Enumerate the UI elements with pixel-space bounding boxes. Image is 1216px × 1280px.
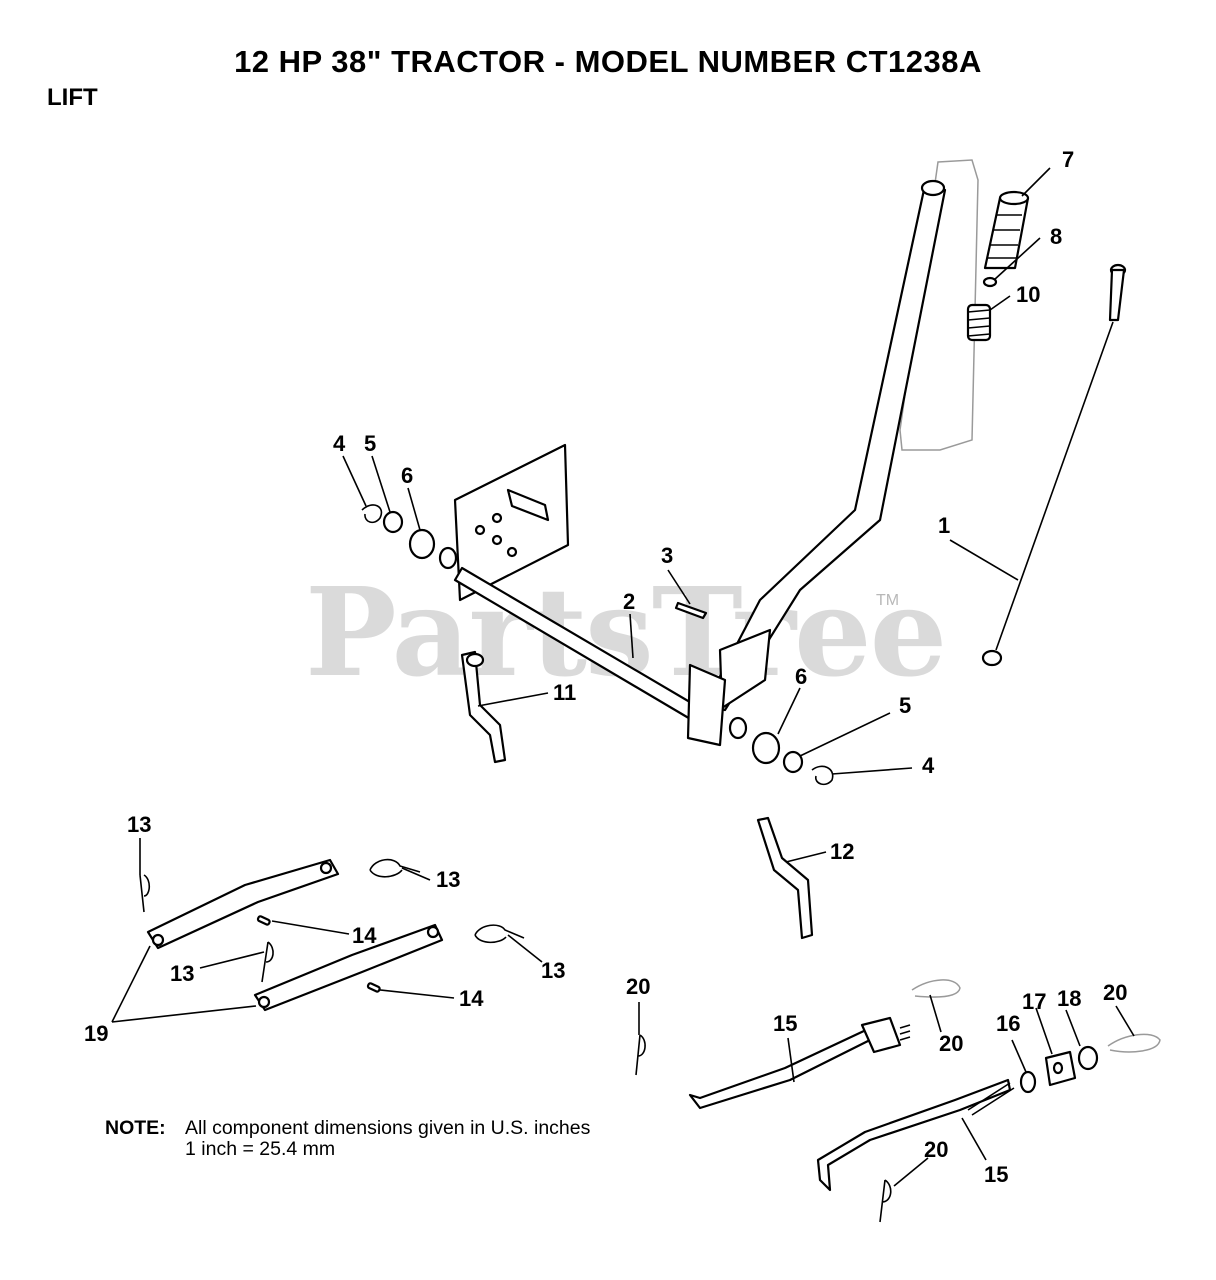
part-8-washer bbox=[982, 276, 998, 288]
part-20-hairpin-c bbox=[1107, 1033, 1161, 1053]
callout-8: 8 bbox=[1050, 224, 1062, 249]
part-13-cotter-pin-a bbox=[139, 874, 151, 913]
part-14-pin-a bbox=[256, 915, 271, 926]
part-lift-handle bbox=[703, 179, 947, 712]
callout-11: 11 bbox=[553, 680, 576, 705]
callout-2: 2 bbox=[623, 589, 635, 614]
note-line-1: All component dimensions given in U.S. i… bbox=[185, 1117, 591, 1139]
part-4-clip-right bbox=[811, 765, 834, 786]
callout-6-right: 6 bbox=[795, 664, 807, 689]
section-label: LIFT bbox=[47, 84, 98, 111]
callout-4-right: 4 bbox=[922, 753, 935, 778]
trademark-mark: TM bbox=[876, 592, 900, 609]
note-label: NOTE: bbox=[105, 1117, 166, 1139]
callout-15-a: 15 bbox=[773, 1011, 797, 1036]
callout-13-c: 13 bbox=[170, 961, 194, 986]
part-2-lift-shaft bbox=[438, 443, 748, 747]
callout-20-c: 20 bbox=[1103, 980, 1127, 1005]
part-5-washer-left bbox=[382, 510, 404, 534]
callout-13-d: 13 bbox=[541, 958, 565, 983]
part-7-grip bbox=[983, 190, 1030, 270]
part-1-rod bbox=[981, 263, 1127, 667]
part-5-washer-right bbox=[782, 750, 804, 774]
part-15-lift-rod-lower bbox=[816, 1078, 1015, 1192]
part-handle-sleeve bbox=[899, 159, 979, 451]
callout-3: 3 bbox=[661, 543, 673, 568]
callout-17: 17 bbox=[1022, 989, 1046, 1014]
callout-6-left: 6 bbox=[401, 463, 413, 488]
callout-12: 12 bbox=[830, 839, 854, 864]
part-13-hitch-pin-c bbox=[369, 858, 421, 878]
part-15-lift-rod-upper bbox=[688, 1016, 911, 1110]
callout-4-left: 4 bbox=[333, 431, 346, 456]
callout-5-right: 5 bbox=[899, 693, 911, 718]
callout-20-a: 20 bbox=[626, 974, 650, 999]
part-18-nut bbox=[1077, 1045, 1099, 1071]
part-3-key bbox=[674, 601, 708, 620]
part-10-spring bbox=[966, 303, 992, 342]
part-17-trunnion bbox=[1044, 1050, 1077, 1087]
callout-16: 16 bbox=[996, 1011, 1020, 1036]
callout-14-b: 14 bbox=[459, 986, 484, 1011]
part-19-lift-link-lower bbox=[253, 923, 444, 1012]
callout-10: 10 bbox=[1016, 282, 1040, 307]
part-13-hitch-pin-d bbox=[474, 924, 525, 944]
part-19-lift-link-upper bbox=[146, 858, 340, 950]
part-20-hairpin-b bbox=[911, 979, 961, 998]
part-12-link bbox=[756, 816, 814, 940]
part-11-link bbox=[460, 650, 507, 764]
part-16-washer bbox=[1019, 1070, 1037, 1094]
callout-13-b: 13 bbox=[436, 867, 460, 892]
callout-19: 19 bbox=[84, 1021, 108, 1046]
callout-20-d: 20 bbox=[924, 1137, 948, 1162]
note-line-2: 1 inch = 25.4 mm bbox=[185, 1138, 336, 1160]
part-6-bushing-right bbox=[751, 731, 781, 765]
part-14-pin-b bbox=[366, 982, 381, 993]
leader-lines bbox=[111, 167, 1135, 1187]
callout-20-b: 20 bbox=[939, 1031, 963, 1056]
callout-5-left: 5 bbox=[364, 431, 376, 456]
part-20-hairpin-d bbox=[879, 1179, 892, 1223]
part-13-cotter-pin-b bbox=[261, 941, 274, 983]
dimension-note: NOTE: All component dimensions given in U… bbox=[105, 1118, 590, 1160]
callout-14-a: 14 bbox=[352, 923, 377, 948]
callout-7: 7 bbox=[1062, 147, 1074, 172]
callout-15-b: 15 bbox=[984, 1162, 1008, 1187]
part-4-clip-left bbox=[361, 504, 383, 524]
part-6-bushing-left bbox=[408, 528, 436, 560]
diagram-title: 12 HP 38" TRACTOR - MODEL NUMBER CT1238A bbox=[234, 44, 982, 79]
part-20-hairpin-a bbox=[635, 1034, 646, 1076]
callout-1: 1 bbox=[938, 513, 950, 538]
callout-18: 18 bbox=[1057, 986, 1081, 1011]
callout-13-a: 13 bbox=[127, 812, 151, 837]
